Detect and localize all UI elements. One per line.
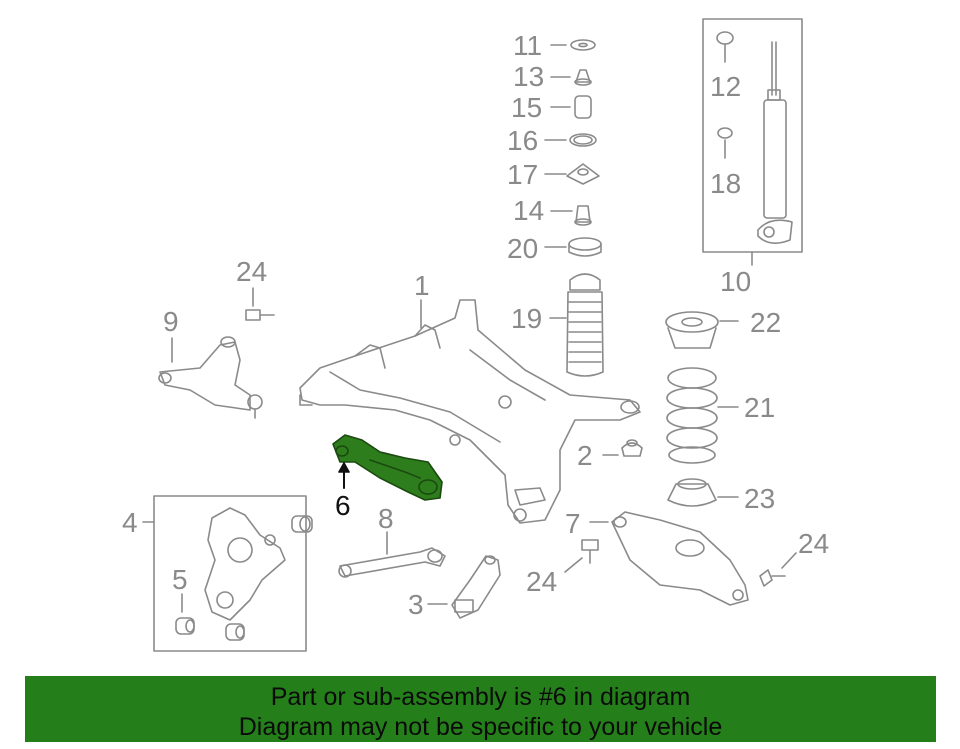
subframe xyxy=(299,299,641,524)
callout-21: 21 xyxy=(744,392,776,423)
callout-24-lower-right: 24 xyxy=(798,528,830,559)
spring-and-seats xyxy=(665,311,739,507)
callout-1: 1 xyxy=(414,270,430,301)
callout-6: 6 xyxy=(335,490,351,521)
callout-18: 18 xyxy=(710,168,742,199)
lower-control-arm xyxy=(589,511,749,606)
callout-12: 12 xyxy=(710,71,742,102)
banner-line-part: Part or sub-assembly is #6 in diagram xyxy=(270,683,691,711)
knuckle-group-box xyxy=(153,495,307,652)
callout-5: 5 xyxy=(172,564,188,595)
callout-2: 2 xyxy=(577,440,593,471)
callout-13: 13 xyxy=(513,61,545,92)
callout-16: 16 xyxy=(507,125,539,156)
callout-17: 17 xyxy=(507,159,539,190)
trailing-link xyxy=(427,555,501,619)
shock-group-box xyxy=(702,18,803,253)
callout-14: 14 xyxy=(513,195,545,226)
callout-9: 9 xyxy=(163,306,179,337)
shock-absorber xyxy=(716,31,793,244)
callout-23: 23 xyxy=(744,483,776,514)
callout-8: 8 xyxy=(378,503,394,534)
callout-24-upper: 24 xyxy=(236,256,268,287)
callout-3: 3 xyxy=(408,589,424,620)
column-leader-arrows xyxy=(544,44,573,319)
notice-banner: Part or sub-assembly is #6 in diagram Di… xyxy=(25,676,936,742)
bushing-2 xyxy=(602,439,643,457)
callout-4: 4 xyxy=(122,507,138,538)
toe-link xyxy=(338,531,446,578)
banner-line-disclaimer: Diagram may not be specific to your vehi… xyxy=(238,713,723,741)
callout-7: 7 xyxy=(565,508,581,539)
bolts-24 xyxy=(245,287,797,587)
callout-10: 10 xyxy=(720,266,752,297)
strut-stack-parts xyxy=(566,39,604,377)
callout-20: 20 xyxy=(507,233,539,264)
callout-24-lower-left: 24 xyxy=(526,566,558,597)
callout-19: 19 xyxy=(511,303,543,334)
highlighted-part-6 xyxy=(332,434,443,501)
knuckle xyxy=(175,507,313,641)
callout-15: 15 xyxy=(511,92,543,123)
callout-11: 11 xyxy=(513,30,543,61)
upper-control-arm xyxy=(158,336,263,419)
callout-22: 22 xyxy=(750,307,782,338)
suspension-parts-diagram: 1 2 3 4 5 6 7 8 9 10 11 12 13 14 15 16 1… xyxy=(122,18,830,652)
